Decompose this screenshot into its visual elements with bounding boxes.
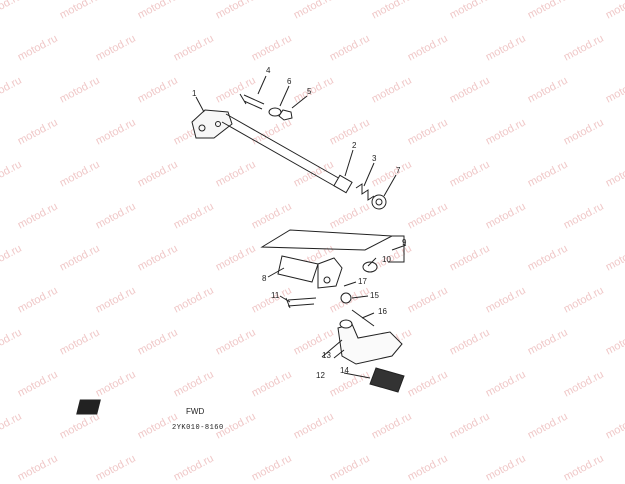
nut-part-5 bbox=[278, 109, 293, 121]
fwd-badge-text: FWD bbox=[186, 407, 204, 416]
linkage-assembly-outline bbox=[260, 229, 394, 251]
callout-7: 7 bbox=[396, 166, 401, 175]
collar-part-2 bbox=[333, 174, 353, 194]
callout-6: 6 bbox=[287, 77, 292, 86]
callout-11: 11 bbox=[271, 291, 280, 300]
callout-2: 2 bbox=[352, 141, 357, 150]
callout-3: 3 bbox=[372, 154, 377, 163]
callout-9: 9 bbox=[402, 238, 407, 247]
callout-10: 10 bbox=[382, 255, 391, 264]
washer-part-15 bbox=[340, 292, 352, 304]
fwd-badge bbox=[76, 399, 101, 415]
callout-14: 14 bbox=[340, 366, 349, 375]
washer-part-7 bbox=[371, 194, 387, 210]
callout-15: 15 bbox=[370, 291, 379, 300]
callout-5: 5 bbox=[307, 87, 312, 96]
callout-12: 12 bbox=[316, 371, 325, 380]
rod-part-8 bbox=[277, 255, 319, 283]
bolt-part-4 bbox=[239, 93, 265, 110]
callout-8: 8 bbox=[262, 274, 267, 283]
washer-part-6 bbox=[268, 107, 282, 117]
end-bracket-part-10 bbox=[317, 257, 343, 289]
callout-16: 16 bbox=[378, 307, 387, 316]
callout-13: 13 bbox=[322, 351, 331, 360]
bolt-part-11 bbox=[285, 297, 317, 309]
pedal-rubber-part-14 bbox=[369, 367, 405, 393]
callout-1: 1 bbox=[192, 89, 197, 98]
shift-shaft bbox=[221, 113, 343, 189]
pedal-part-12 bbox=[337, 323, 403, 365]
diagram-code: 2YK010-8160 bbox=[172, 424, 224, 432]
callout-17: 17 bbox=[358, 277, 367, 286]
callout-4: 4 bbox=[266, 66, 271, 75]
spring-part-3 bbox=[355, 183, 375, 201]
